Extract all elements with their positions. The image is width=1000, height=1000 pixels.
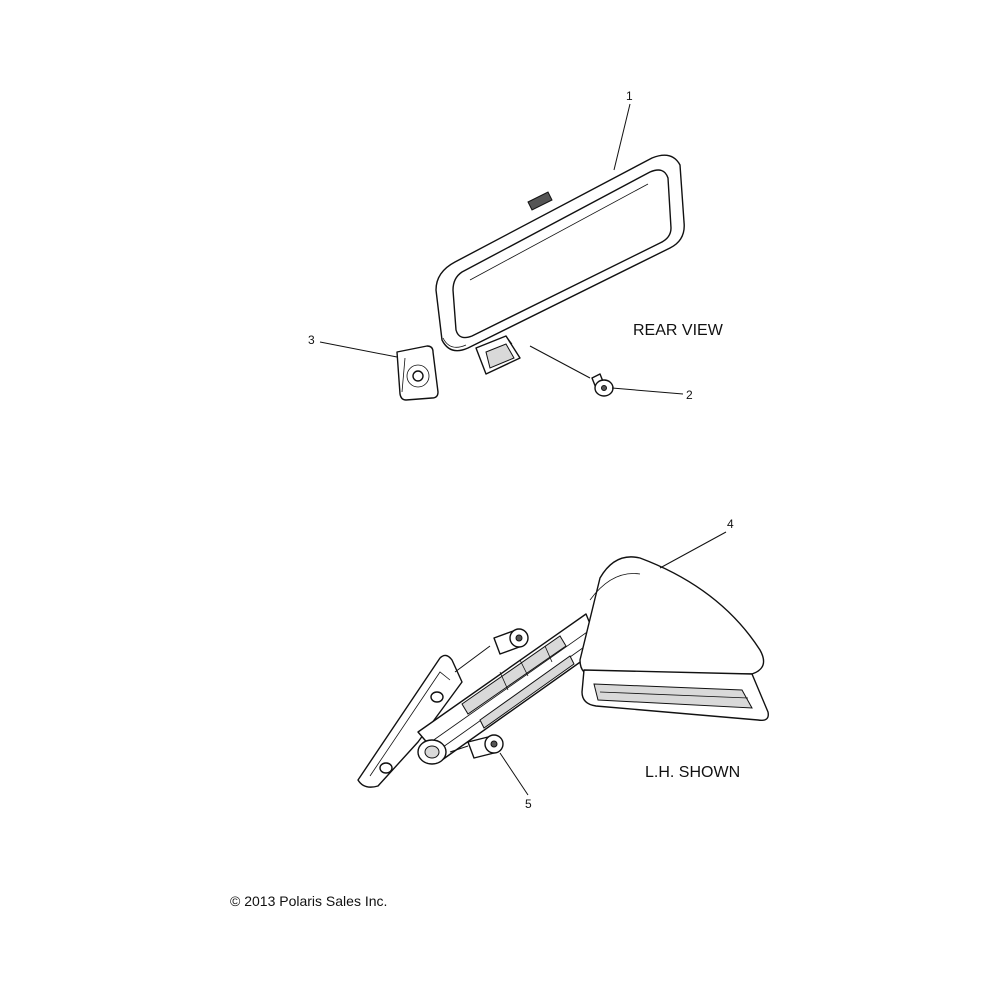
side-mirror-assembly xyxy=(357,556,769,788)
copyright-notice: © 2013 Polaris Sales Inc. xyxy=(230,893,387,909)
rear-view-mirror xyxy=(435,154,685,375)
callout-2: 2 xyxy=(686,388,693,402)
callout-3: 3 xyxy=(308,333,315,347)
callout-4: 4 xyxy=(727,517,734,531)
cap-screw-upper xyxy=(493,628,529,655)
caption-lh-shown: L.H. SHOWN xyxy=(645,764,740,781)
screw-small xyxy=(591,373,614,397)
mounting-plate xyxy=(396,345,439,401)
caption-rear-view: REAR VIEW xyxy=(633,322,724,339)
leader-lines xyxy=(319,103,727,796)
callout-1: 1 xyxy=(626,89,633,103)
cap-screw-lower xyxy=(467,734,504,759)
callout-5: 5 xyxy=(525,797,532,811)
